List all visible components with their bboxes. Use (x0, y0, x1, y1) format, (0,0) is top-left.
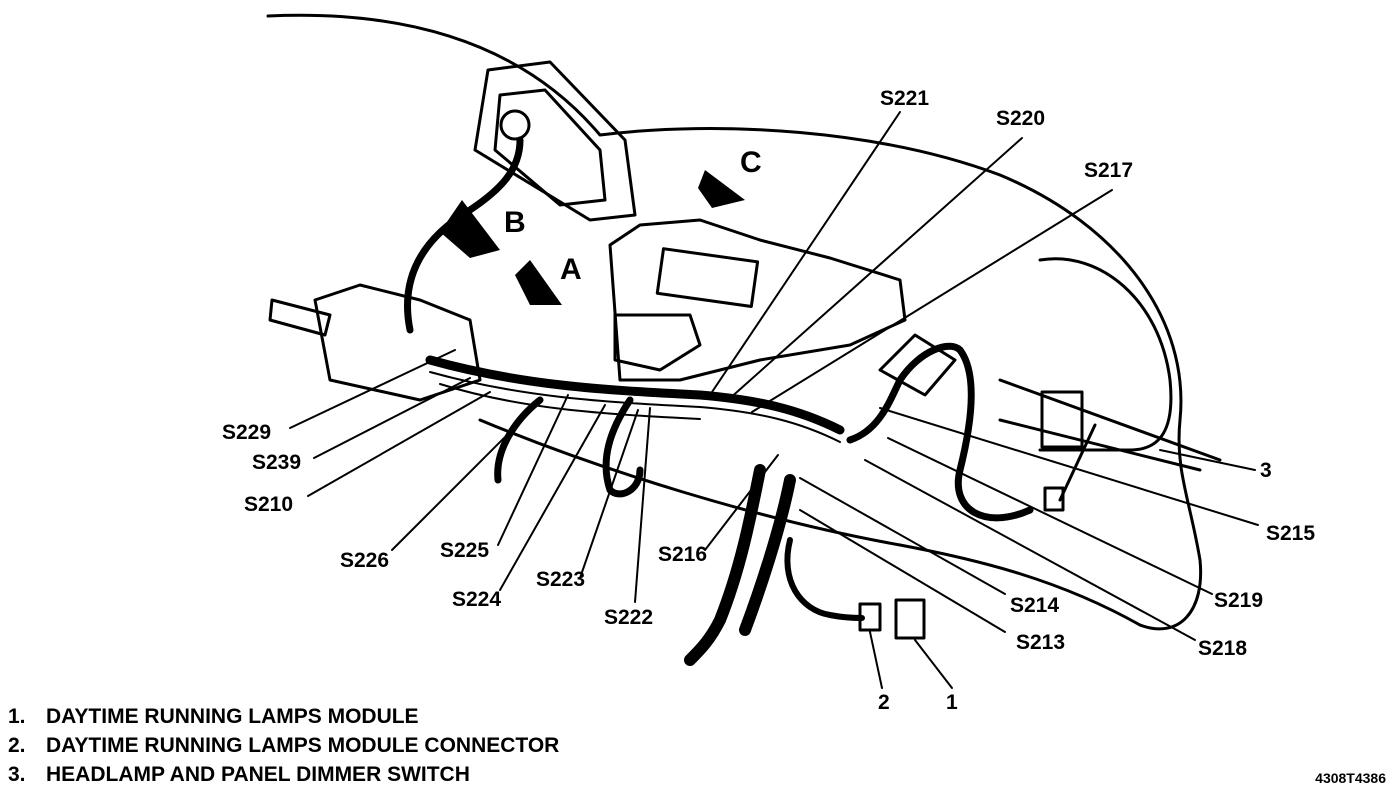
steering-column-shroud (1038, 257, 1173, 452)
label-s216: S216 (658, 543, 708, 566)
junction-block-conduit (268, 298, 332, 337)
legend-item: 1. DAYTIME RUNNING LAMPS MODULE (8, 706, 419, 727)
label-s219: S219 (1214, 589, 1264, 612)
relay (878, 333, 957, 397)
label-s215: S215 (1266, 522, 1316, 545)
legend-item-number: 1. (8, 705, 26, 728)
legend-item: 3. HEADLAMP AND PANEL DIMMER SWITCH (8, 764, 470, 785)
label-s217: S217 (1084, 159, 1134, 182)
view-arrow-c-label: C (740, 146, 762, 179)
figure-id: 4308T4386 (1315, 770, 1386, 786)
label-s229: S229 (222, 421, 272, 444)
label-s221: S221 (880, 87, 930, 110)
legend-item-number: 2. (8, 734, 26, 757)
legend-item-text: HEADLAMP AND PANEL DIMMER SWITCH (46, 763, 470, 786)
label-s218: S218 (1198, 637, 1248, 660)
view-arrow-b-label: B (504, 206, 526, 239)
view-arrow-b (440, 200, 500, 258)
harness-branch-down (684, 464, 766, 666)
dimmer-switch (1040, 390, 1084, 449)
leader-lines (289, 111, 1259, 689)
label-s220: S220 (996, 107, 1046, 130)
legend-item-text: DAYTIME RUNNING LAMPS MODULE CONNECTOR (46, 734, 560, 757)
legend-item-number: 3. (8, 763, 26, 786)
harness-trunk (425, 355, 845, 435)
drl-connector (858, 602, 882, 632)
legend-item: 2. DAYTIME RUNNING LAMPS MODULE CONNECTOR (8, 735, 559, 756)
dimmer-switch-plug (1043, 486, 1065, 512)
label-s226: S226 (340, 549, 390, 572)
harness-branch-right (846, 342, 1034, 522)
harness-branch-left-down (494, 396, 544, 484)
label-s224: S224 (452, 588, 502, 611)
label-s239: S239 (252, 451, 302, 474)
drl-module (894, 598, 926, 640)
harness-branch-drl (784, 537, 865, 621)
harness-branch-down-2 (739, 474, 796, 636)
junction-block (313, 283, 482, 402)
callout-3: 3 (1260, 459, 1272, 482)
label-s225: S225 (440, 539, 490, 562)
view-arrow-c (698, 170, 745, 208)
label-s222: S222 (604, 606, 654, 629)
instrument-panel-line (998, 378, 1222, 472)
callout-1: 1 (946, 691, 958, 714)
label-s210: S210 (244, 493, 294, 516)
label-s223: S223 (536, 568, 586, 591)
label-s213: S213 (1016, 631, 1066, 654)
harness-bracket (608, 218, 907, 382)
radio-face (493, 88, 607, 207)
label-s214: S214 (1010, 594, 1060, 617)
center-connector (613, 313, 702, 372)
dashboard-outline (266, 13, 1203, 631)
radio-knob (499, 109, 531, 141)
callout-2: 2 (878, 691, 890, 714)
radio-housing (473, 60, 637, 222)
dashboard-lower-edge (478, 418, 1142, 627)
bracket-window (655, 247, 760, 308)
view-arrow-a-label: A (560, 253, 582, 286)
view-arrow-a (515, 260, 562, 305)
dimmer-switch-lead (1058, 423, 1097, 502)
legend-item-text: DAYTIME RUNNING LAMPS MODULE (46, 705, 419, 728)
